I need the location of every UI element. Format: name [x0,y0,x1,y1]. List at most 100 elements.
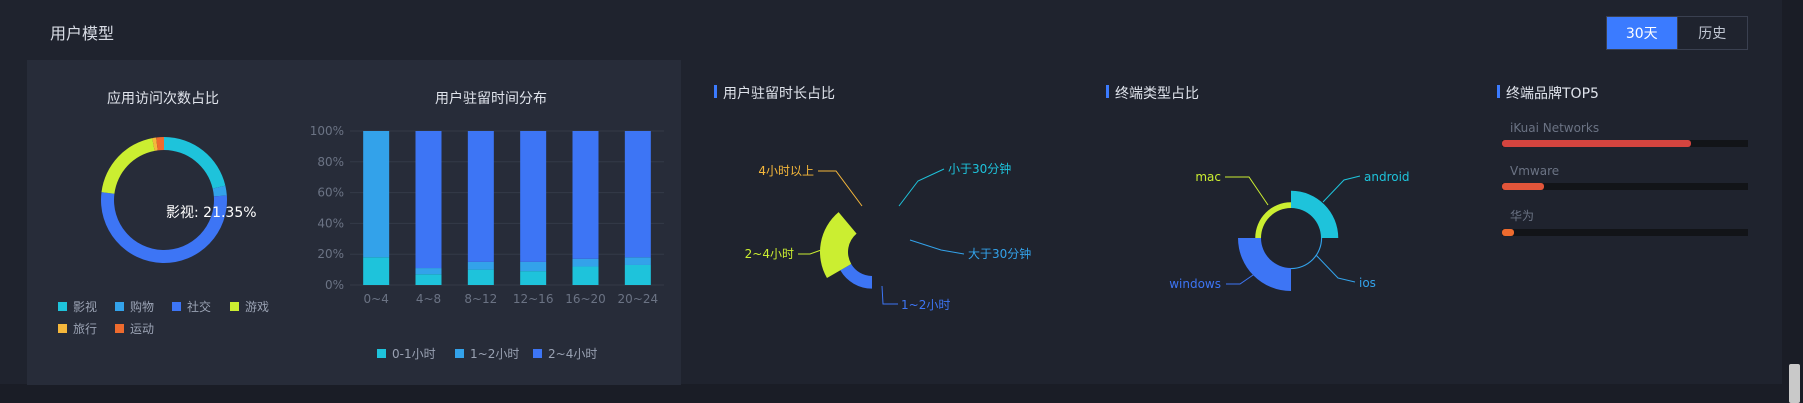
donut-legend-item[interactable]: 游戏 [230,298,269,315]
rose-slice-4[interactable] [1255,202,1291,238]
bar-segment-2-2[interactable] [415,268,442,275]
brand-name: iKuai Networks [1510,121,1600,135]
donut-slice-6[interactable] [156,137,164,151]
x-tick-label: 4~8 [416,292,441,306]
rose-slice-4[interactable] [819,212,857,278]
bar-segment-3-2[interactable] [467,261,494,270]
x-tick-label: 16~20 [565,292,606,306]
rose-slice-2[interactable] [1291,238,1323,270]
legend-swatch [58,324,67,333]
brand-bar-fill[interactable] [1502,229,1515,236]
bar-segment-1-2[interactable] [363,131,390,258]
rose-leader-line [1315,254,1356,283]
donut-legend-item[interactable]: 运动 [115,320,154,337]
bar-segment-1-1[interactable] [363,257,390,285]
x-tick-label: 12~16 [513,292,554,306]
left-card [27,60,681,385]
legend-label: 2~4小时 [548,347,598,361]
bar-legend-item[interactable]: 1~2小时 [455,345,519,362]
bar-segment-4-2[interactable] [520,261,547,272]
rose-label-30: 大于30分钟 [968,246,1031,261]
brand-row: 华为 [1502,207,1748,236]
legend-swatch [58,302,67,311]
donut-slice-2[interactable] [212,185,227,197]
legend-swatch [455,349,464,358]
bar-segment-4-1[interactable] [520,271,547,285]
donut-legend-item[interactable]: 旅行 [58,320,97,337]
vertical-scrollbar[interactable] [1787,0,1803,403]
range-tab-30-days[interactable]: 30天 [1607,17,1677,49]
rose-leader-line [798,248,825,255]
bar-segment-2-3[interactable] [415,131,442,269]
donut-legend-item[interactable]: 购物 [115,298,154,315]
rose-label-4: 4小时以上 [758,164,814,178]
legend-swatch [115,302,124,311]
legend-swatch [115,324,124,333]
legend-swatch [533,349,542,358]
rose-leader-line [898,168,945,207]
x-tick-label: 20~24 [618,292,659,306]
donut-slice-5[interactable] [152,137,158,151]
rose-slice-3[interactable] [840,264,872,289]
panel-title: 用户模型 [50,24,115,43]
legend-label: 运动 [130,322,155,336]
bar-segment-4-3[interactable] [520,131,547,262]
app-visit-legend: 影视 购物 社交 游戏旅行 运动 [58,298,288,338]
brand-bar-fill[interactable] [1502,183,1544,190]
legend-swatch [172,302,181,311]
bar-segment-3-3[interactable] [467,131,494,262]
rose-label-2-4: 2~4小时 [745,247,794,261]
bar-segment-6-3[interactable] [624,131,651,258]
donut-legend-item[interactable]: 社交 [172,298,211,315]
rose-slice-1[interactable] [1291,190,1339,238]
bar-segment-5-1[interactable] [572,266,599,285]
bar-segment-6-2[interactable] [624,257,651,265]
bar-segment-5-2[interactable] [572,258,599,267]
x-tick-label: 0~4 [364,292,389,306]
brand-top5-chart-title: 终端品牌TOP5 [1497,83,1599,103]
app-visit-chart-title: 应用访问次数占比 [107,91,219,107]
bar-segment-6-1[interactable] [624,264,651,285]
legend-swatch [377,349,386,358]
rose-leader-line [1225,176,1269,206]
legend-label: 社交 [187,300,212,314]
rose-leader-line [909,239,965,255]
dwell-ratio-chart-title: 用户驻留时长占比 [714,83,835,103]
brand-bar-track [1502,140,1748,147]
range-tab-history[interactable]: 历史 [1676,17,1748,49]
legend-label: 0-1小时 [392,347,436,361]
brand-name: 华为 [1510,209,1535,223]
bar-segment-5-3[interactable] [572,131,599,259]
rose-label-1-2: 1~2小时 [901,298,950,312]
x-tick-label: 8~12 [464,292,497,306]
legend-swatch [230,302,239,311]
y-tick-label: 80% [317,155,344,169]
bar-segment-2-1[interactable] [415,274,442,285]
rose-leader-line [818,170,863,207]
brand-bar-track [1502,229,1748,236]
rose-slice-3[interactable] [1238,238,1291,291]
brand-row: Vmware [1502,164,1748,190]
rose-leader-line [1226,272,1257,285]
donut-slice-3[interactable] [101,192,227,263]
rose-label-mac: mac [1195,170,1221,184]
donut-tooltip: 影视: 21.35% [166,205,257,221]
legend-label: 购物 [130,300,155,314]
scrollbar-thumb[interactable] [1789,364,1800,403]
donut-slice-4[interactable] [101,138,155,194]
y-tick-label: 100% [310,124,344,138]
app-visit-donut-chart [101,137,227,263]
legend-label: 游戏 [245,300,270,314]
bar-legend-item[interactable]: 2~4小时 [533,345,597,362]
bar-segment-3-1[interactable] [467,269,494,285]
rose-leader-line [881,285,898,305]
rose-leader-line [1322,175,1361,203]
brand-bar-fill[interactable] [1502,140,1692,147]
bar-legend-item[interactable]: 0-1小时 [377,345,436,362]
donut-legend-item[interactable]: 影视 [58,298,97,315]
dwell-distribution-chart-title: 用户驻留时间分布 [435,91,547,107]
donut-slice-1[interactable] [164,137,226,189]
